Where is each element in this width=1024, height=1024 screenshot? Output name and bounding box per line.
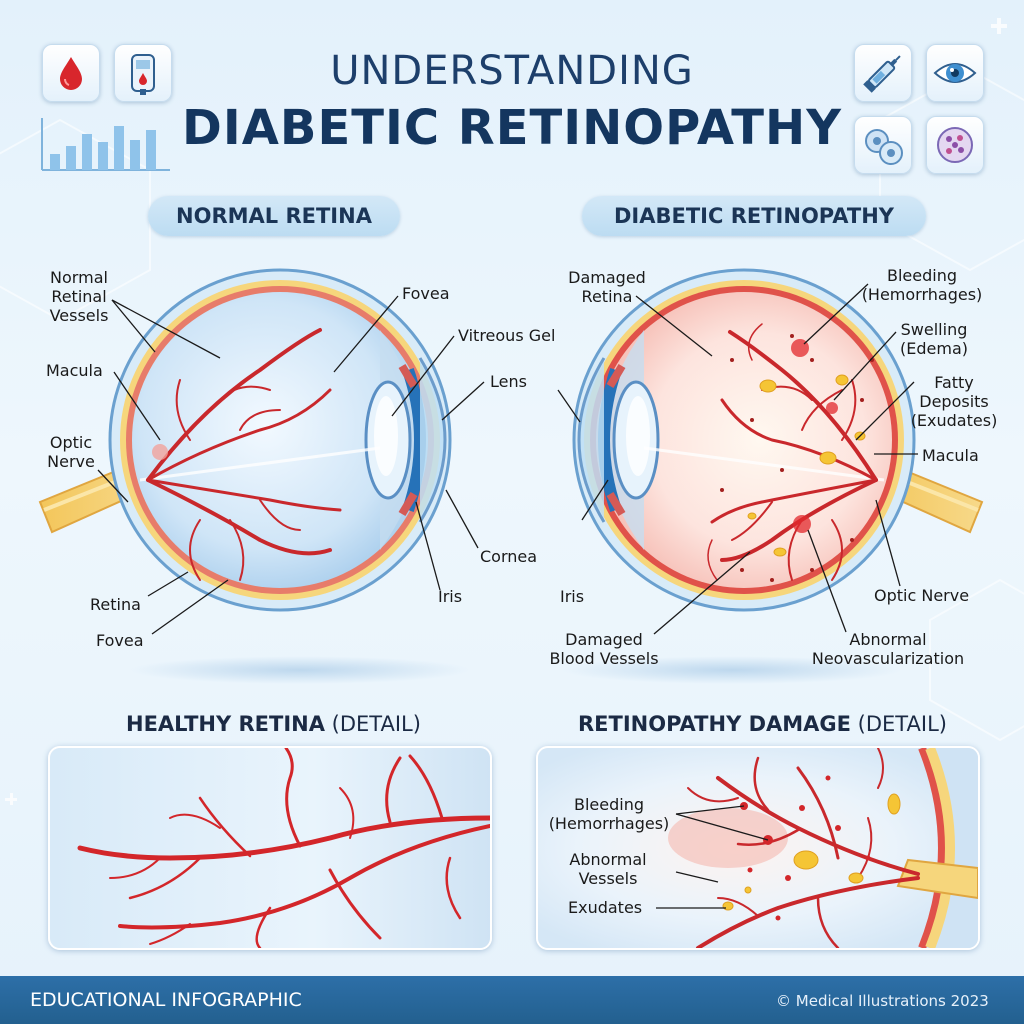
normal-eye-diagram xyxy=(38,268,485,684)
page-title-line2: DIABETIC RETINOPATHY xyxy=(182,100,842,156)
detail-label-exudates: Exudates xyxy=(568,898,643,917)
label-abnormal-neovascularization: Abnormal Neovascularization xyxy=(811,630,965,668)
diabetic-eye-diagram xyxy=(557,268,984,684)
detail-label-abnormal-vessels: Abnormal Vessels xyxy=(569,850,647,888)
footer-bar xyxy=(0,976,1024,1024)
label-damaged-retina: Damaged Retina xyxy=(568,268,646,306)
label-fovea-bottom: Fovea xyxy=(96,631,144,650)
label-iris: Iris xyxy=(438,587,463,606)
label-optic-nerve-diabetic: Optic Nerve xyxy=(874,586,970,605)
label-optic-nerve: Optic Nerve xyxy=(47,433,95,471)
label-cornea: Cornea xyxy=(480,547,538,566)
eye-icon xyxy=(926,44,984,102)
label-fovea-top: Fovea xyxy=(402,284,450,303)
cells-icon xyxy=(854,116,912,174)
glucose-meter-icon xyxy=(114,44,172,102)
damage-detail-heading: RETINOPATHY DAMAGE (DETAIL) xyxy=(578,712,947,736)
retinopathy-damage-detail-panel xyxy=(536,746,980,950)
detail-label-bleeding: Bleeding (Hemorrhages) xyxy=(548,795,670,833)
page-title-line1: UNDERSTANDING xyxy=(330,48,694,94)
label-macula-diabetic: Macula xyxy=(922,446,979,465)
label-retina: Retina xyxy=(90,595,141,614)
healthy-retina-detail-panel xyxy=(48,746,492,950)
bar-chart-icon xyxy=(41,118,170,171)
normal-retina-heading: NORMAL RETINA xyxy=(148,196,400,236)
blood-drop-icon xyxy=(42,44,100,102)
label-damaged-blood-vessels: Damaged Blood Vessels xyxy=(549,630,659,668)
footer-label: EDUCATIONAL INFOGRAPHIC xyxy=(30,989,302,1011)
label-normal-retinal-vessels: Normal Retinal Vessels xyxy=(49,268,109,325)
label-iris-diabetic: Iris xyxy=(560,587,585,606)
label-bleeding-hemorrhages: Bleeding (Hemorrhages) xyxy=(861,266,983,304)
label-swelling-edema: Swelling (Edema) xyxy=(900,320,968,358)
footer-copyright: © Medical Illustrations 2023 xyxy=(776,992,989,1010)
insulin-syringe-icon xyxy=(854,44,912,102)
label-fatty-deposits: Fatty Deposits (Exudates) xyxy=(910,373,998,430)
cell-icon xyxy=(926,116,984,174)
label-macula: Macula xyxy=(46,361,103,380)
label-lens: Lens xyxy=(490,372,527,391)
label-vitreous-gel: Vitreous Gel xyxy=(458,326,556,345)
diabetic-retinopathy-heading: DIABETIC RETINOPATHY xyxy=(582,196,926,236)
healthy-detail-heading: HEALTHY RETINA (DETAIL) xyxy=(126,712,421,736)
